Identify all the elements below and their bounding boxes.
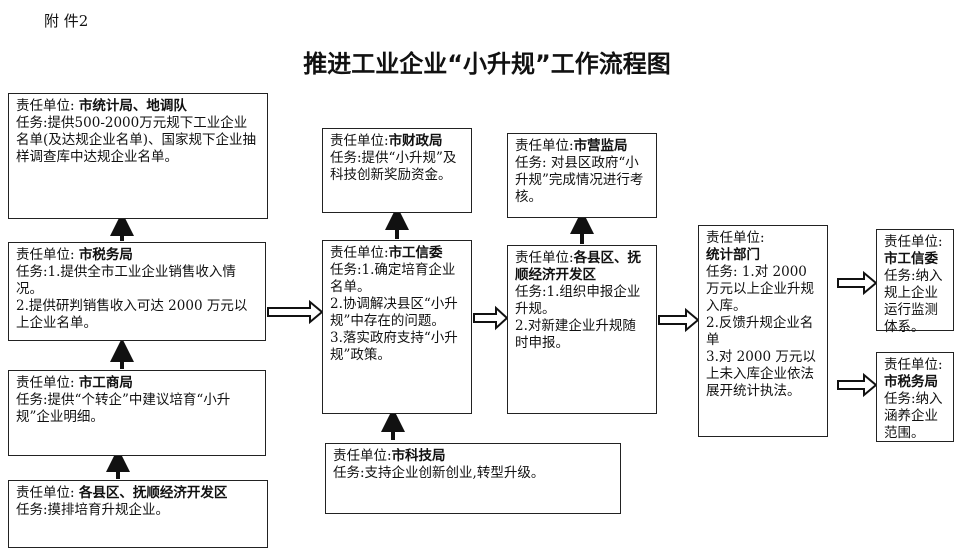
task-text: 任务: 1.对 2000 万元以上企业升规入库。 [706, 264, 814, 314]
box-commerce-bureau: 责任单位: 市工商局 任务:提供“个转企”中建议培育“小升规”企业明细。 [8, 370, 266, 456]
task-text: 2.提供研判销售收入可达 2000 万元以上企业名单。 [16, 298, 248, 331]
unit-label: 责任单位: [515, 138, 574, 154]
task-text: 任务:1.提供全市工业企业销售收入情况。 [16, 264, 236, 297]
unit-label: 责任单位: [884, 234, 943, 250]
box-tax-bureau: 责任单位: 市税务局 任务:1.提供全市工业企业销售收入情况。 2.提供研判销售… [8, 242, 266, 341]
box-counties-source: 责任单位: 各县区、抚顺经济开发区 任务:摸排培育升规企业。 [8, 480, 268, 548]
arrow-right-stats-to-industry-out [837, 270, 878, 296]
task-text: 任务:1.组织申报企业升规。 [515, 284, 641, 317]
up-arrows [106, 206, 594, 479]
unit-name: 统计部门 [706, 247, 760, 263]
box-market-bureau: 责任单位:市营监局 任务: 对县区政府“小升规”完成情况进行考核。 [507, 133, 657, 218]
box-stats-bureau: 责任单位: 市统计局、地调队 任务:提供500-2000万元规下工业企业名单(及… [8, 93, 268, 219]
box-tech-bureau: 责任单位:市科技局 任务:支持企业创新创业,转型升级。 [325, 443, 621, 514]
unit-name: 各县区、抚顺经济开发区 [78, 485, 228, 501]
right-arrows [267, 270, 878, 398]
task-text: 任务:提供500-2000万元规下工业企业名单(及达规企业名单)、国家规下企业抽… [16, 115, 257, 165]
task-text: 任务:支持企业创新创业,转型升级。 [333, 465, 545, 481]
box-industry-commission: 责任单位:市工信委 任务:1.确定培育企业名单。 2.协调解决县区“小升规”中存… [322, 240, 472, 414]
unit-label: 责任单位: [706, 230, 765, 246]
task-text: 任务:提供“个转企”中建议培育“小升规”企业明细。 [16, 392, 231, 425]
box-industry-commission-out: 责任单位:市工信委 任务:纳入规上企业运行监测体系。 [876, 229, 954, 335]
task-text: 2.反馈升规企业名单 [706, 315, 814, 348]
unit-label: 责任单位: [16, 98, 75, 114]
page-title: 推进工业企业“小升规”工作流程图 [303, 50, 671, 78]
unit-name: 市税务局 [884, 374, 938, 390]
task-text: 任务:纳入规上企业运行监测体系。 [884, 268, 943, 335]
unit-label: 责任单位: [330, 245, 389, 261]
arrow-right-counties-to-stats [658, 307, 700, 333]
unit-name: 市工信委 [388, 245, 443, 261]
task-text: 3.落实政府支持“小升规”政策。 [330, 330, 458, 363]
unit-label: 责任单位: [16, 485, 75, 501]
unit-label: 责任单位: [884, 357, 943, 373]
unit-label: 责任单位: [16, 375, 75, 391]
unit-name: 市工信委 [884, 251, 938, 267]
unit-name: 市工商局 [78, 375, 133, 391]
unit-name: 市统计局、地调队 [78, 98, 187, 114]
unit-name: 各县区、抚顺经济开发区 [515, 250, 642, 283]
unit-label: 责任单位: [515, 250, 574, 266]
unit-name: 市财政局 [388, 133, 443, 149]
task-text: 任务:摸排培育升规企业。 [16, 502, 170, 518]
unit-name: 市税务局 [78, 247, 133, 263]
unit-name: 市科技局 [391, 448, 446, 464]
box-counties: 责任单位:各县区、抚顺经济开发区 任务:1.组织申报企业升规。 2.对新建企业升… [507, 245, 657, 414]
arrow-right-industry-to-counties [473, 305, 509, 331]
unit-name: 市营监局 [573, 138, 628, 154]
task-text: 3.对 2000 万元以上未入库企业依法展开统计执法。 [706, 349, 816, 399]
task-text: 2.对新建企业升规随时申报。 [515, 318, 636, 351]
task-text: 任务:提供“小升规”及科技创新奖励资金。 [330, 150, 457, 183]
unit-label: 责任单位: [333, 448, 392, 464]
box-stats-dept: 责任单位:统计部门 任务: 1.对 2000 万元以上企业升规入库。 2.反馈升… [698, 225, 828, 437]
task-text: 任务:1.确定培育企业名单。 [330, 262, 456, 295]
box-finance-bureau: 责任单位:市财政局 任务:提供“小升规”及科技创新奖励资金。 [322, 128, 472, 213]
task-text: 任务: 对县区政府“小升规”完成情况进行考核。 [515, 155, 644, 205]
box-tax-bureau-out: 责任单位:市税务局 任务:纳入涵养企业范围。 [876, 352, 954, 442]
arrow-right-tax-to-industry [267, 299, 324, 325]
unit-label: 责任单位: [330, 133, 389, 149]
arrow-right-stats-to-tax-out [837, 372, 878, 398]
unit-label: 责任单位: [16, 247, 75, 263]
task-text: 2.协调解决县区“小升规”中存在的问题。 [330, 296, 458, 329]
attachment-label: 附 件2 [44, 12, 89, 30]
task-text: 任务:纳入涵养企业范围。 [884, 391, 943, 441]
